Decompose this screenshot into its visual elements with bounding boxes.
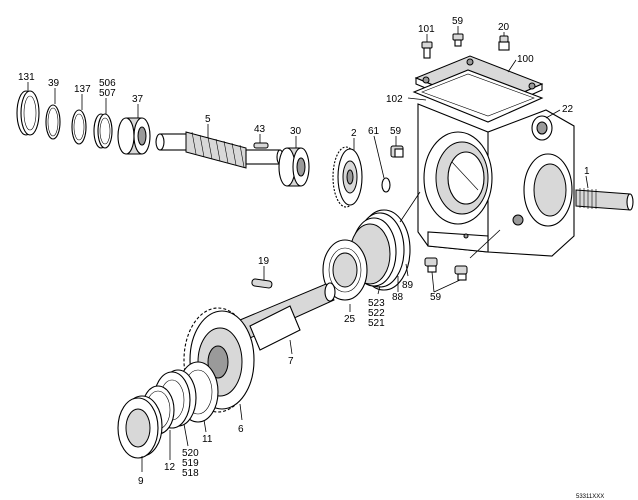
callout-61: 61 — [368, 126, 380, 137]
callout-506: 506 — [99, 78, 116, 89]
part-59-plug-side — [390, 145, 404, 158]
callout-59-bottom: 59 — [430, 292, 442, 303]
part-2-spur-gear — [332, 146, 363, 208]
part-102-gasket — [412, 69, 544, 123]
callout-7: 7 — [288, 356, 294, 367]
callout-39: 39 — [48, 78, 60, 89]
part-25-seal — [322, 239, 368, 301]
part-19-key — [251, 278, 273, 289]
callout-59-top: 59 — [452, 16, 464, 27]
callout-102: 102 — [386, 94, 403, 105]
callout-22: 22 — [562, 104, 574, 115]
part-59-plug-top — [452, 33, 464, 47]
callout-1: 1 — [584, 166, 590, 177]
callout-19: 19 — [258, 256, 270, 267]
callout-522: 522 — [368, 308, 385, 319]
callout-30: 30 — [290, 126, 302, 137]
part-30-bearing — [278, 147, 310, 187]
callout-520: 520 — [182, 448, 199, 459]
part-61-o-ring — [381, 177, 391, 193]
callout-519: 519 — [182, 458, 199, 469]
part-43-key — [253, 142, 269, 149]
part-59-plug-bottom-2 — [454, 265, 468, 281]
part-101-screw — [421, 41, 433, 59]
callout-5: 5 — [205, 114, 211, 125]
part-137-shim — [71, 109, 87, 145]
callout-9: 9 — [138, 476, 144, 487]
callout-88: 88 — [392, 292, 404, 303]
part-506-507-shims — [93, 113, 113, 149]
callout-89: 89 — [402, 280, 414, 291]
part-37-bearing — [117, 117, 151, 155]
part-7-shaft — [239, 282, 336, 351]
callout-100: 100 — [517, 54, 534, 65]
part-22-housing — [417, 103, 575, 257]
callout-37: 37 — [132, 94, 144, 105]
part-1-shaft — [575, 188, 634, 211]
callout-6: 6 — [238, 424, 244, 435]
part-59-plug-bottom-1 — [424, 257, 438, 273]
callout-137: 137 — [74, 84, 91, 95]
part-9-cap — [117, 395, 163, 459]
leader-lines — [27, 26, 589, 472]
callout-20: 20 — [498, 22, 510, 33]
callout-518: 518 — [182, 468, 199, 479]
callout-521: 521 — [368, 318, 385, 329]
footer-code: 53311XXX — [576, 494, 604, 500]
part-20-breather — [498, 35, 510, 51]
part-131-ring — [16, 90, 40, 136]
callout-2: 2 — [351, 128, 357, 139]
callout-12: 12 — [164, 462, 176, 473]
part-39-circlip — [45, 104, 61, 140]
callout-labels: 131 39 137 506 507 37 5 43 30 2 61 59 10… — [18, 16, 604, 500]
callout-59-side: 59 — [390, 126, 402, 137]
callout-507: 507 — [99, 88, 116, 99]
part-5-worm-shaft — [155, 131, 284, 169]
callout-25: 25 — [344, 314, 356, 325]
callout-523: 523 — [368, 298, 385, 309]
callout-101: 101 — [418, 24, 435, 35]
callout-131: 131 — [18, 72, 35, 83]
callout-11: 11 — [202, 434, 213, 445]
callout-43: 43 — [254, 124, 266, 135]
